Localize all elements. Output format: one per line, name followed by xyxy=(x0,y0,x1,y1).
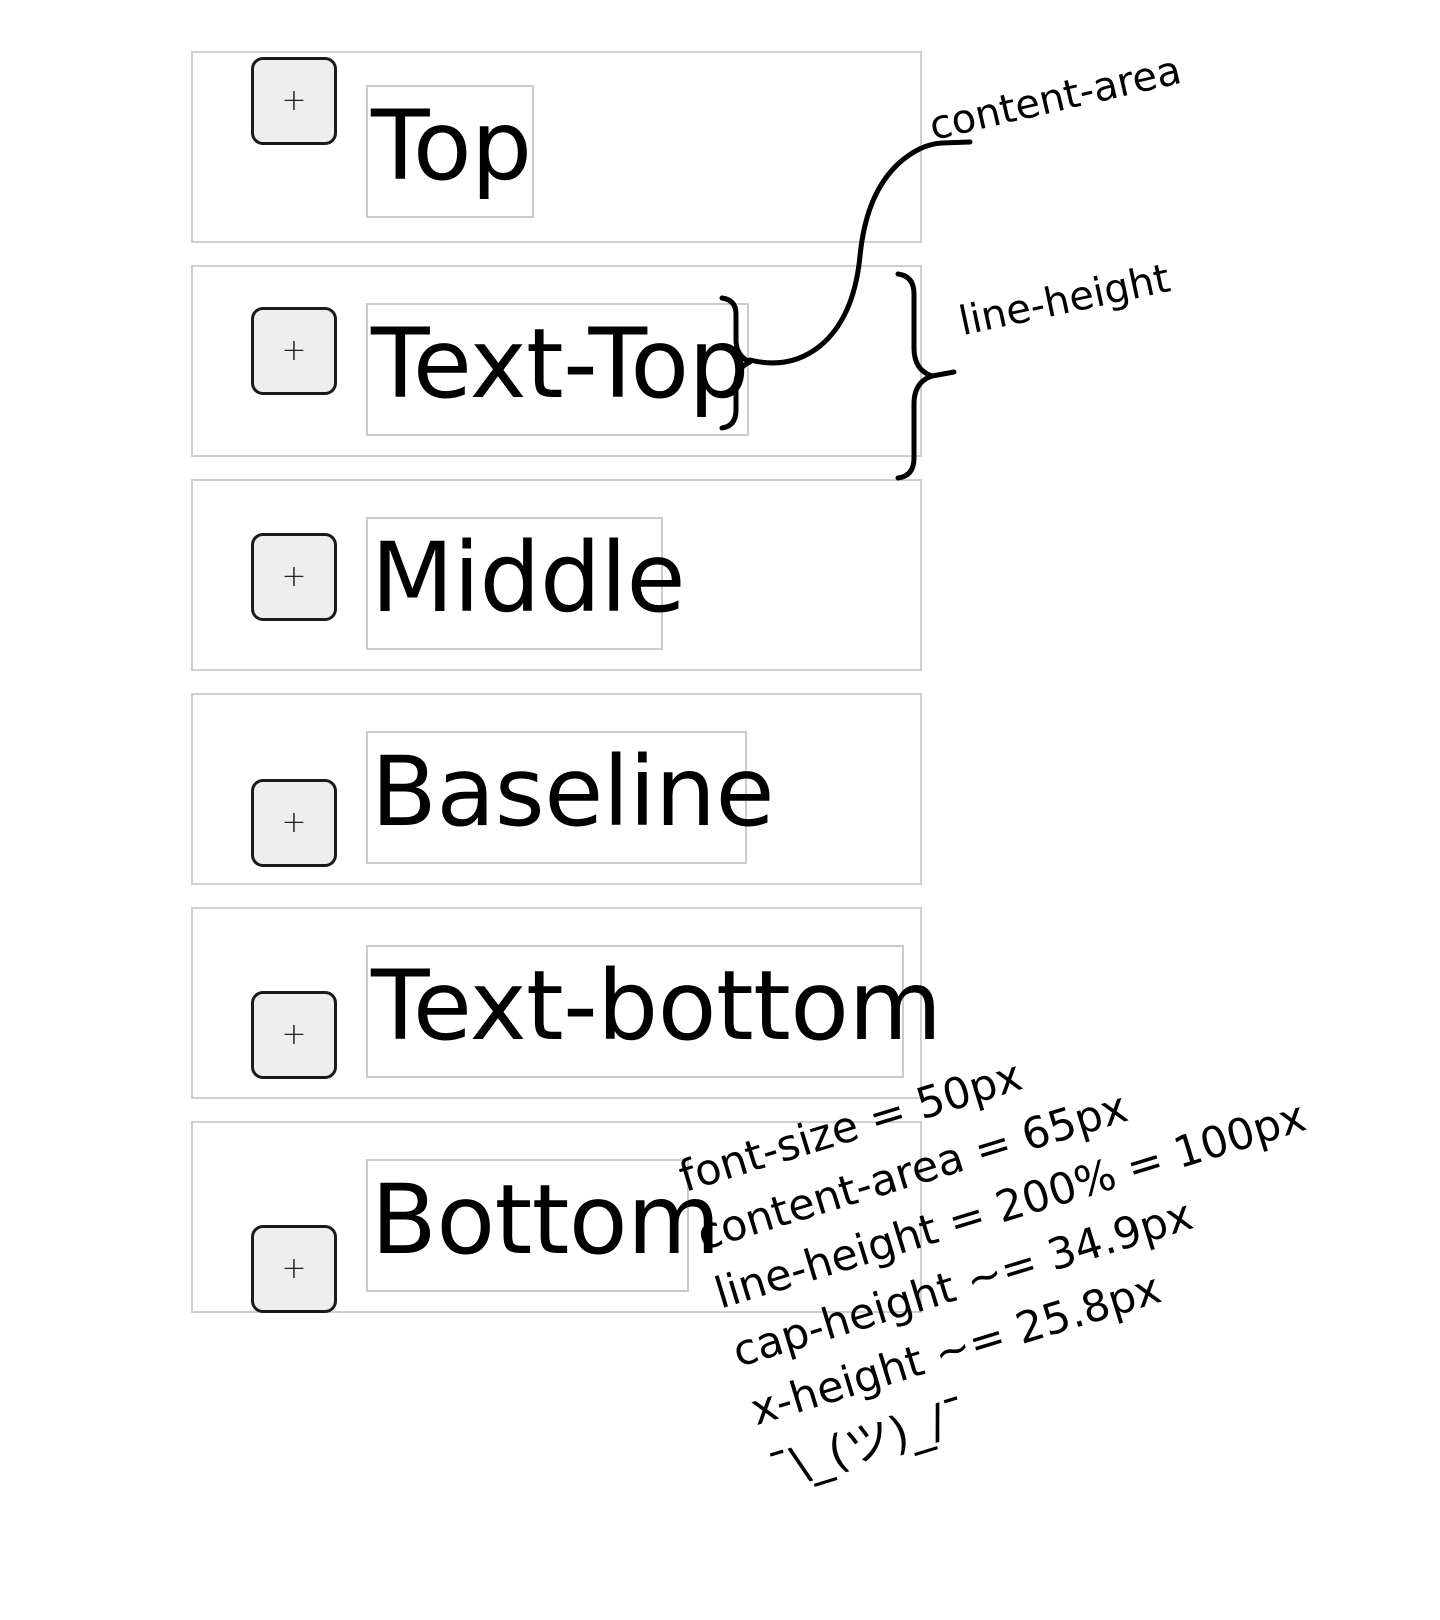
vertical-align-row-stack: + Top + Text-Top + xyxy=(191,51,942,1335)
row-word-bottom: Bottom xyxy=(371,1164,721,1276)
content-area-box-text-top: Text-Top xyxy=(366,303,749,436)
content-area-box-baseline: Baseline xyxy=(366,731,775,864)
line-flow-top: + Top xyxy=(219,53,920,245)
row-word-baseline: Baseline xyxy=(371,736,775,848)
line-height-leader xyxy=(929,369,957,379)
content-area-box-bottom: Bottom xyxy=(366,1159,721,1292)
line-box-baseline: + Baseline xyxy=(191,693,922,885)
plus-button-top[interactable]: + xyxy=(251,57,337,145)
content-area-box-middle: Middle xyxy=(366,517,686,650)
row-word-top: Top xyxy=(371,90,532,202)
plus-button-text-bottom[interactable]: + xyxy=(251,991,337,1079)
plus-button-text-top[interactable]: + xyxy=(251,307,337,395)
plus-icon: + xyxy=(281,83,307,118)
line-flow-text-top: + Text-Top xyxy=(219,267,920,459)
line-box-bottom: + Bottom xyxy=(191,1121,922,1313)
annotation-line-height: line-height xyxy=(955,255,1175,345)
line-flow-text-bottom: + Text-bottom xyxy=(219,909,942,1101)
plus-icon: + xyxy=(281,333,307,368)
plus-icon: + xyxy=(281,559,307,594)
plus-icon: + xyxy=(281,1251,307,1286)
line-box-text-bottom: + Text-bottom xyxy=(191,907,942,1101)
plus-icon: + xyxy=(281,1017,307,1052)
line-box-middle: + Middle xyxy=(191,479,922,671)
line-flow-bottom: + Bottom xyxy=(219,1123,920,1315)
plus-button-bottom[interactable]: + xyxy=(251,1225,337,1313)
annotation-content-area: content-area xyxy=(925,47,1186,150)
line-flow-middle: + Middle xyxy=(219,481,920,673)
line-box-top: + Top xyxy=(191,51,922,243)
line-flow-baseline: + Baseline xyxy=(219,695,920,887)
row-word-middle: Middle xyxy=(371,522,686,634)
line-box-text-top: + Text-Top xyxy=(191,265,922,457)
row-word-text-bottom: Text-bottom xyxy=(371,950,942,1062)
row-word-text-top: Text-Top xyxy=(371,308,749,420)
content-area-box-text-bottom: Text-bottom xyxy=(366,945,942,1078)
plus-icon: + xyxy=(281,805,307,840)
plus-button-middle[interactable]: + xyxy=(251,533,337,621)
plus-button-baseline[interactable]: + xyxy=(251,779,337,867)
content-area-box-top: Top xyxy=(366,85,534,218)
